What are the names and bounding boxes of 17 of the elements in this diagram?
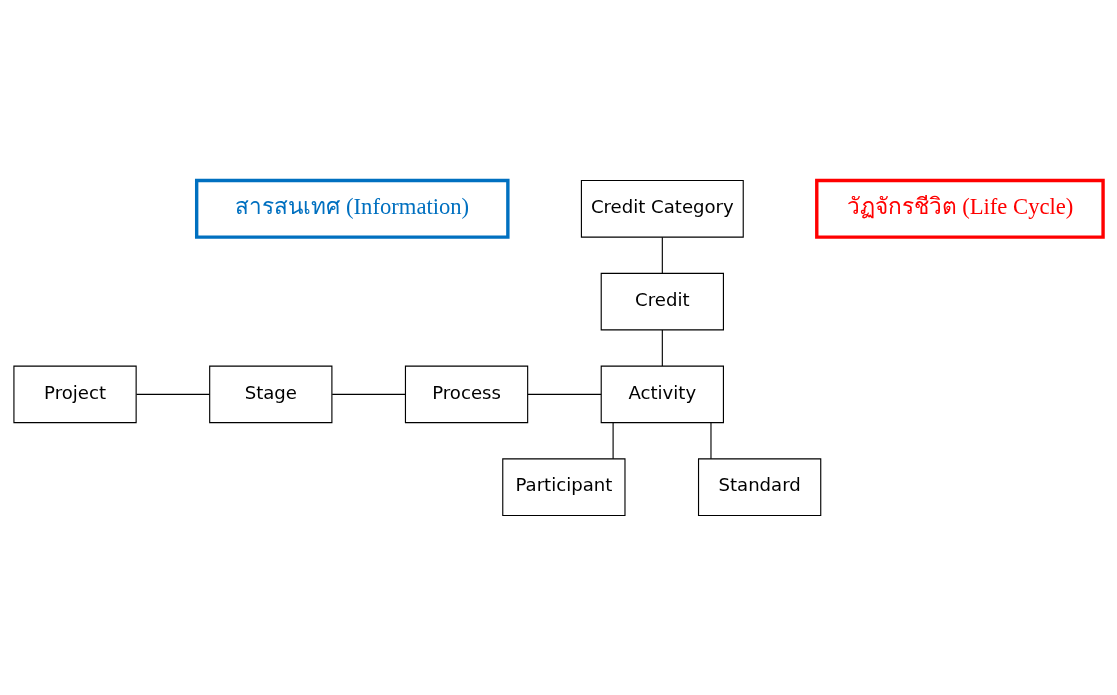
connector	[661, 328, 663, 366]
node-box: Credit Category	[580, 179, 744, 238]
node-box: Stage	[209, 365, 333, 423]
connector	[612, 421, 614, 459]
node-box: Process	[404, 365, 529, 423]
node-box: Participant	[502, 457, 626, 516]
node-box: สารสนเทศ (Information)	[195, 178, 510, 239]
node-box: วัฏจักรชีวิต (Life Cycle)	[815, 178, 1105, 239]
node-box: Standard	[697, 457, 822, 516]
connector	[135, 393, 211, 395]
node-box: Project	[13, 365, 137, 423]
connector	[331, 393, 406, 395]
node-box: Credit	[600, 272, 724, 330]
connector	[527, 393, 602, 395]
node-box: Activity	[600, 365, 724, 423]
connector	[710, 421, 712, 459]
connector	[661, 236, 663, 274]
